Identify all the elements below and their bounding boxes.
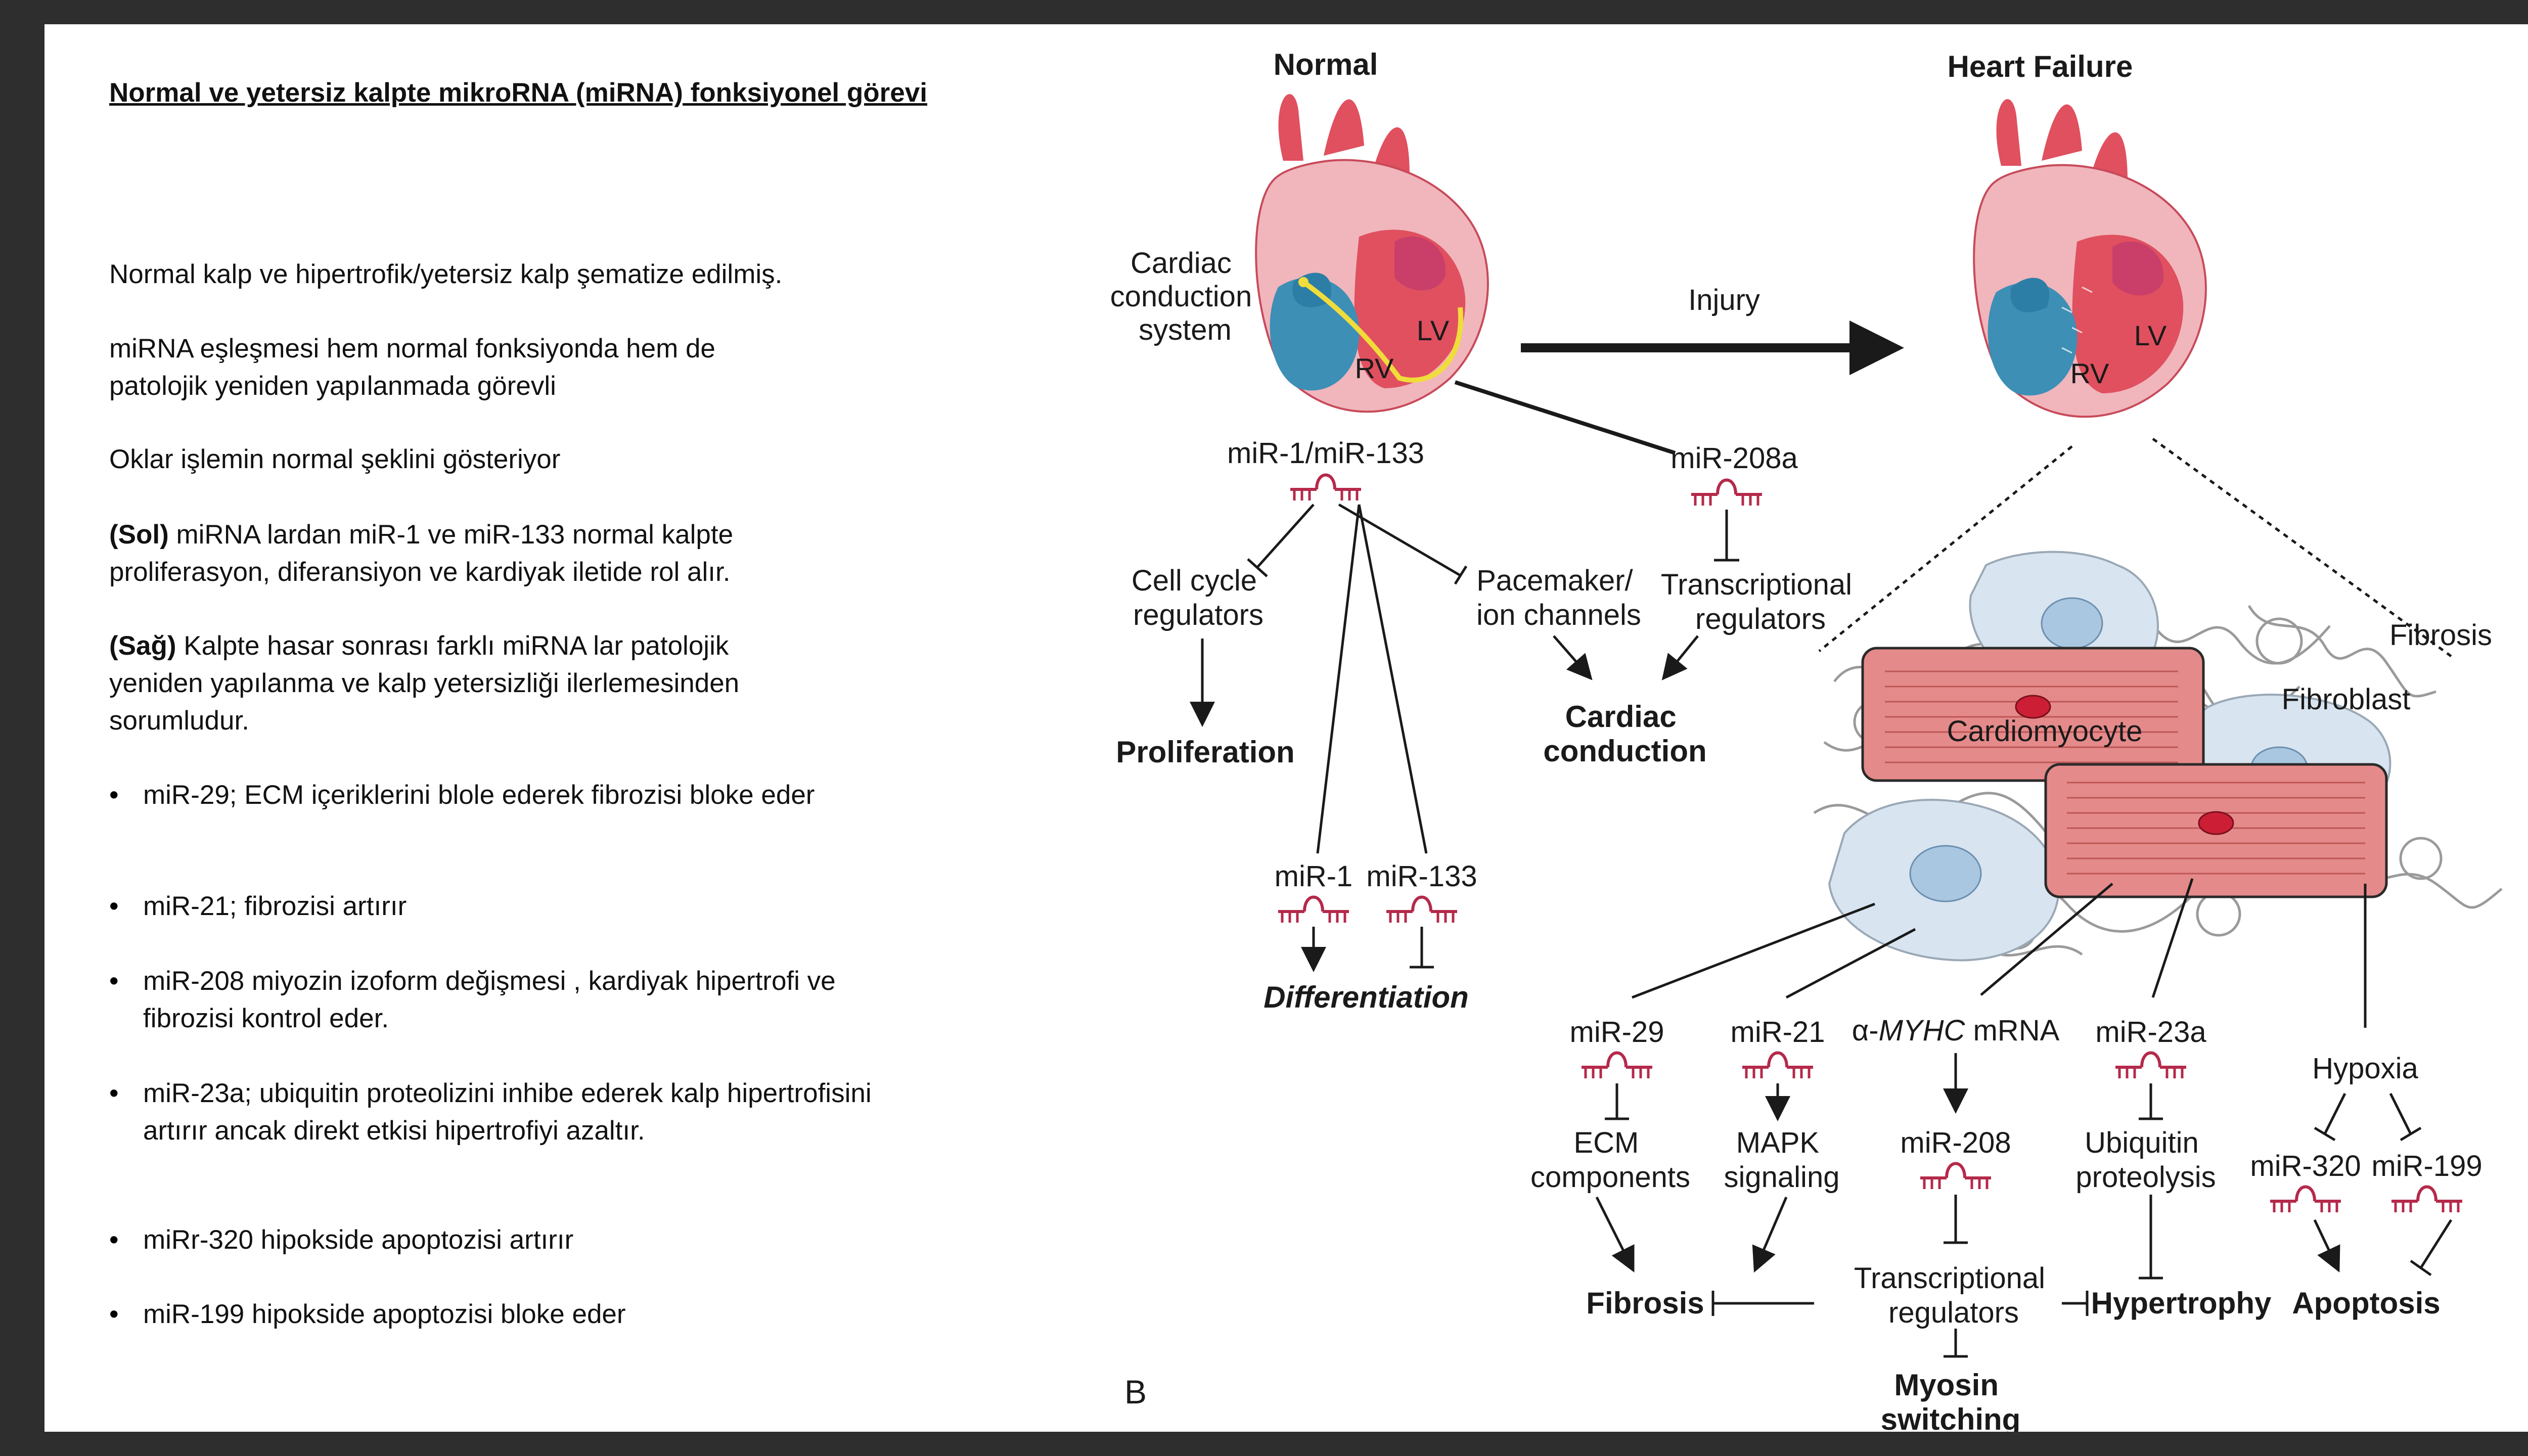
inhibition-lines	[1605, 1083, 2422, 1142]
fibrosis-label: Fibrosis	[2389, 619, 2492, 652]
bullet-item: miR-29; ECM içeriklerini blole ederek fi…	[143, 780, 815, 810]
bullet-item: miR-23a; ubiquitin proteolizini inhibe e…	[143, 1078, 872, 1146]
zoom-line	[1818, 445, 2073, 652]
bullet-item: miR-21; fibrozisi artırır	[143, 891, 407, 921]
tissue-illustration	[1813, 551, 2503, 962]
pacemaker-ion-channels: Pacemaker/ ion channels	[1476, 564, 1641, 631]
transcriptional-regulators-bottom: Transcriptional regulators	[1854, 1262, 2053, 1329]
mir199-label: miR-199	[2371, 1150, 2482, 1182]
mirna-symbol	[1278, 897, 1349, 923]
left-prefix: (Sol)	[109, 520, 169, 550]
paragraph-right: (Sağ) Kalpte hasar sonrası farklı miRNA …	[109, 627, 827, 740]
mirna-symbol	[1920, 1164, 1991, 1190]
bullet-marker: •	[109, 1225, 119, 1255]
right-text: Kalpte hasar sonrası farklı miRNA lar pa…	[109, 631, 740, 736]
mir21-label: miR-21	[1731, 1016, 1825, 1049]
myosin-switching-outcome: Myosin switching	[1881, 1368, 2021, 1432]
bullet-marker: •	[109, 1078, 119, 1108]
bullet-marker: •	[109, 966, 119, 996]
arrow	[1595, 1196, 1635, 1272]
mirna-symbol	[2115, 1053, 2186, 1079]
mir1-mir133-label: miR-1/miR-133	[1227, 437, 1424, 470]
failure-heart-illustration	[1973, 99, 2207, 418]
bullet-marker: •	[109, 780, 119, 810]
fibrosis-outcome: Fibrosis	[1586, 1286, 1704, 1320]
arrow	[1661, 635, 1699, 680]
right-prefix: (Sağ)	[109, 631, 176, 661]
paragraph-left: (Sol) miRNA lardan miR-1 ve miR-133 norm…	[109, 516, 827, 591]
paragraph-2: miRNA eşleşmesi hem normal fonksiyonda h…	[109, 334, 715, 401]
mirna-symbol	[1582, 1053, 1652, 1079]
hypoxia-label: Hypoxia	[2312, 1052, 2418, 1085]
mir320-label: miR-320	[2250, 1150, 2361, 1182]
differentiation-outcome: Differentiation	[1263, 980, 1469, 1014]
injury-label: Injury	[1688, 284, 1760, 316]
cardiomyocyte-label: Cardiomyocyte	[1947, 715, 2143, 748]
lv-label-hf: LV	[2134, 320, 2167, 351]
panel-letter: B	[1124, 1373, 1147, 1410]
text-panel: Normal ve yetersiz kalpte mikroRNA (miRN…	[44, 24, 1005, 1432]
bullet-item: miR-208 miyozin izoform değişmesi , kard…	[143, 966, 836, 1033]
mirna-symbol	[1742, 1053, 1813, 1079]
mir208a-label: miR-208a	[1671, 442, 1798, 475]
rv-label-normal: RV	[1355, 352, 1394, 384]
tissue-connectors	[1632, 878, 2367, 1028]
connector-line	[1454, 380, 1676, 455]
apoptosis-outcome: Apoptosis	[2292, 1286, 2440, 1320]
inhibition-lines	[1711, 1195, 2453, 1358]
fibroblast-label: Fibroblast	[2282, 683, 2411, 716]
normal-heart-illustration	[1255, 94, 1489, 413]
mir23a-label: miR-23a	[2095, 1016, 2206, 1049]
lv-label-normal: LV	[1417, 314, 1450, 346]
left-text: miRNA lardan miR-1 ve miR-133 normal kal…	[109, 520, 734, 587]
arrow	[1752, 1197, 1788, 1273]
mirna-symbol	[2391, 1187, 2462, 1213]
proliferation-outcome: Proliferation	[1116, 735, 1294, 769]
transcriptional-regulators-208a: Transcriptional regulators	[1661, 568, 1860, 635]
zoom-line	[2152, 437, 2452, 658]
paragraph-3: Oklar işlemin normal şeklini gösteriyor	[109, 444, 561, 474]
bullet-item: miR-199 hipokside apoptozisi bloke eder	[143, 1299, 626, 1329]
ecm-components: ECM components	[1530, 1126, 1690, 1194]
cell-cycle-regulators: Cell cycle regulators	[1132, 564, 1265, 631]
mir133-label: miR-133	[1366, 860, 1477, 893]
normal-heart-title: Normal	[1274, 48, 1378, 81]
mirna-symbol	[1290, 475, 1361, 501]
mir208-label: miR-208	[1900, 1126, 2011, 1159]
arrow	[1553, 635, 1593, 680]
paragraph-1: Normal kalp ve hipertrofik/yetersiz kalp…	[109, 259, 783, 289]
slide: Normal ve yetersiz kalpte mikroRNA (miRN…	[44, 24, 2528, 1432]
hypertrophy-outcome: Hypertrophy	[2091, 1286, 2272, 1320]
mirna-symbol	[2270, 1187, 2341, 1213]
bullet-item: miRr-320 hipokside apoptozisi artırır	[143, 1225, 574, 1255]
mirna-symbol	[1386, 897, 1457, 923]
rv-label-hf: RV	[2070, 357, 2109, 389]
arrow	[2313, 1219, 2340, 1273]
ubiquitin-proteolysis: Ubiquitin proteolysis	[2075, 1126, 2216, 1194]
mir29-label: miR-29	[1570, 1016, 1664, 1049]
heart-failure-title: Heart Failure	[1948, 50, 2133, 83]
mir1-label: miR-1	[1275, 860, 1353, 893]
cardiac-conduction-outcome: Cardiac conduction	[1543, 700, 1706, 768]
inhibition-lines	[1247, 503, 1739, 854]
bullet-marker: •	[109, 891, 119, 921]
mapk-signaling: MAPK signaling	[1724, 1126, 1840, 1194]
conduction-label: Cardiac conduction system	[1110, 247, 1260, 346]
bullet-marker: •	[109, 1299, 119, 1329]
myhc-mrna-label: α-MYHC mRNA	[1852, 1014, 2060, 1047]
slide-title: Normal ve yetersiz kalpte mikroRNA (miRN…	[109, 78, 927, 108]
mirna-symbol	[1691, 480, 1762, 506]
mirna-diagram: Normal Heart Failure LV RV Cardiac condu…	[1110, 48, 2503, 1432]
